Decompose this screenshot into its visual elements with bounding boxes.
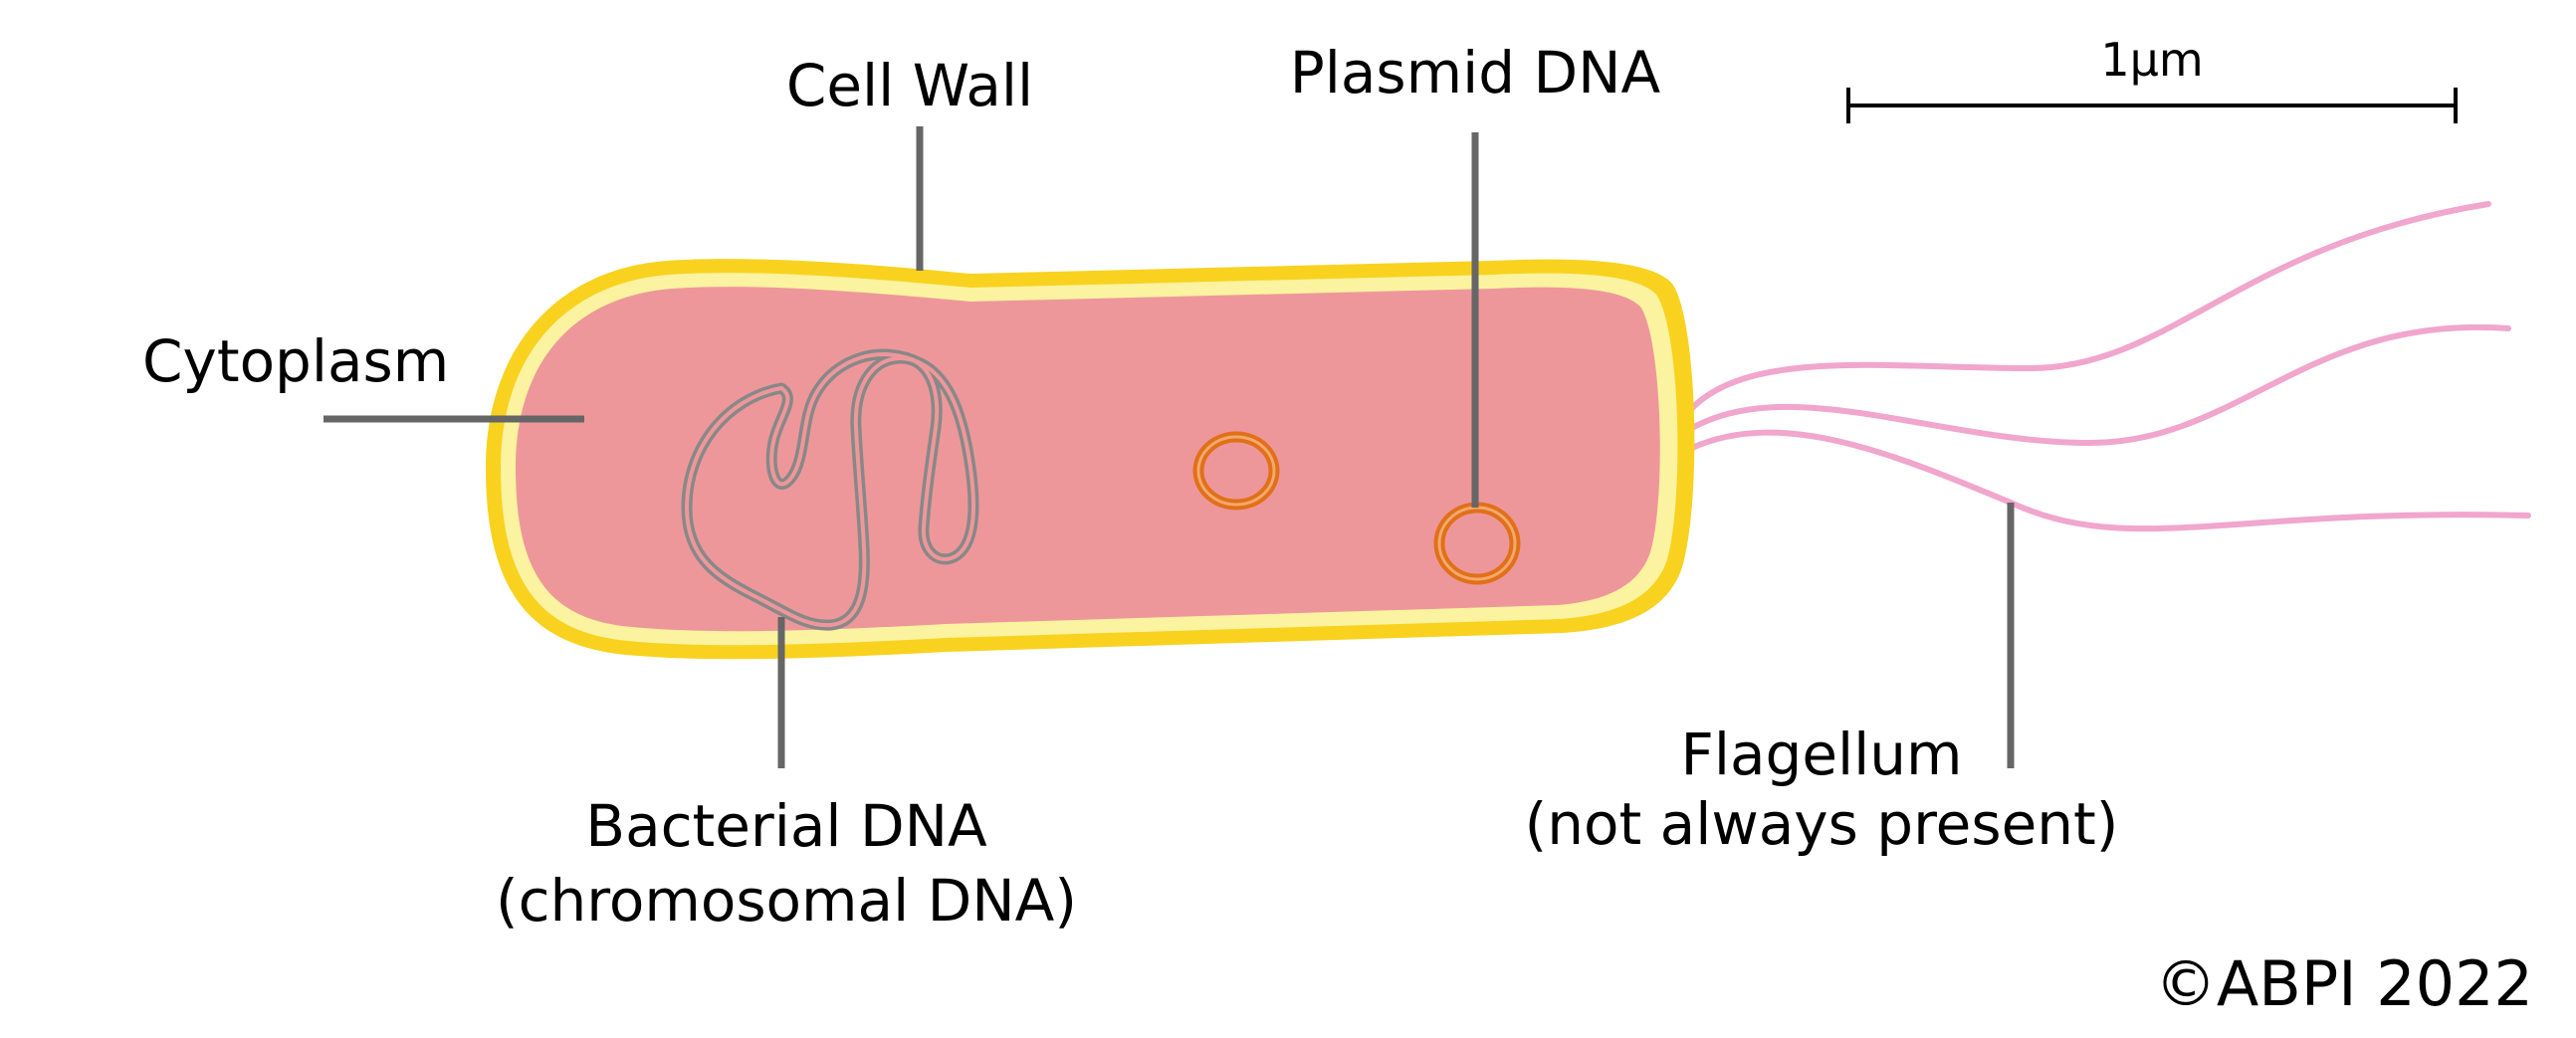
leader-lines [323, 126, 2015, 768]
cell-body [486, 259, 1695, 660]
cytoplasm-label: Cytoplasm [142, 327, 449, 395]
flagellum-label: Flagellum [1680, 721, 1962, 788]
bacterial-dna-label: Bacterial DNA [585, 792, 987, 860]
flagella [1689, 201, 2531, 532]
flagellum-note-label: (not always present) [1525, 790, 2119, 858]
chromosomal-dna-label: (chromosomal DNA) [496, 867, 1077, 934]
copyright-text: ©ABPI 2022 [2155, 947, 2533, 1020]
cytoplasm [516, 287, 1660, 632]
flagellum-middle [1689, 323, 2511, 447]
scale-bar-label: 1μm [2100, 33, 2203, 87]
flagellum-bottom [1689, 429, 2531, 532]
plasmid-1 [1192, 431, 1280, 511]
chromosomal-dna-inner-strand [685, 352, 975, 628]
cell-wall-label: Cell Wall [786, 52, 1033, 119]
chromosomal-dna [681, 348, 979, 631]
flagellum-top [1689, 201, 2491, 411]
plasmid-dna-label: Plasmid DNA [1290, 39, 1661, 106]
scale-bar: 1μm [1846, 33, 2458, 123]
